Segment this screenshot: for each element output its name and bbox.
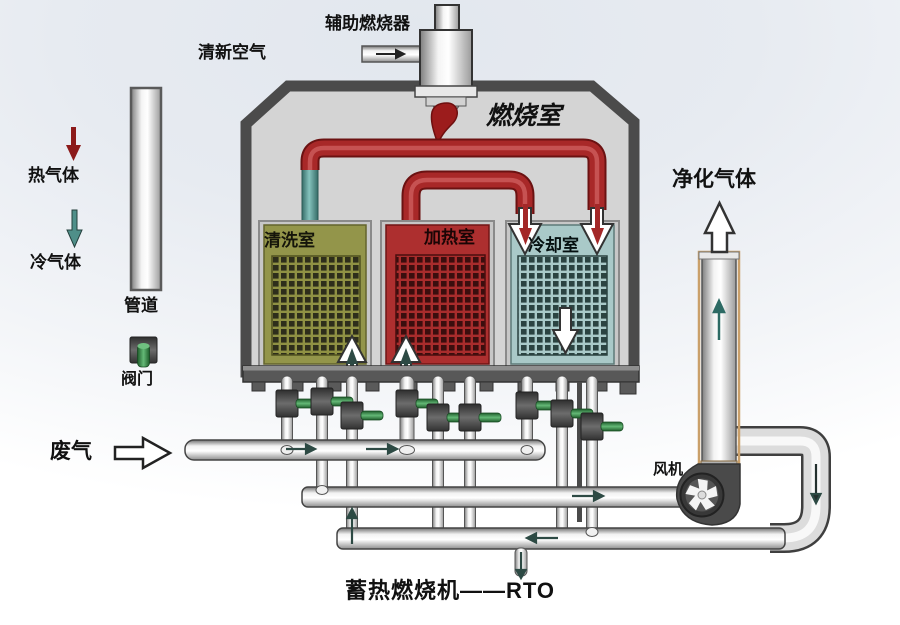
transfer-pipes xyxy=(300,138,607,240)
label-wash-chamber: 清洗室 xyxy=(264,231,315,250)
flow-arrows xyxy=(286,442,823,581)
fan-icon xyxy=(675,463,741,526)
label-heat-chamber: 加热室 xyxy=(424,228,475,247)
hot-pipe-arch xyxy=(401,170,535,240)
waste-gas-arrow xyxy=(113,435,173,471)
label-cold-gas: 冷气体 xyxy=(30,253,81,272)
valves xyxy=(275,387,624,441)
bottom-manifold xyxy=(336,527,786,550)
label-valve: 阀门 xyxy=(121,371,154,388)
valve-legend-icon xyxy=(129,336,158,368)
label-purified-gas: 净化气体 xyxy=(672,168,756,191)
label-cool-chamber: 冷却室 xyxy=(528,236,579,255)
label-hot-gas: 热气体 xyxy=(28,166,79,185)
middle-manifold xyxy=(301,486,687,508)
pipe-legend-icon xyxy=(129,86,163,292)
cold-gas-arrow-icon xyxy=(66,209,83,249)
valve xyxy=(458,403,502,432)
label-fresh-air: 清新空气 xyxy=(198,43,266,62)
valve xyxy=(340,401,384,430)
auxiliary-burner xyxy=(361,4,478,147)
cool-down-arrow xyxy=(551,307,580,356)
return-loop-pipe xyxy=(733,426,831,553)
valve xyxy=(580,412,624,441)
label-aux-burner: 辅助燃烧器 xyxy=(325,14,410,33)
base-plate xyxy=(242,365,640,395)
label-waste-gas: 废气 xyxy=(50,440,92,463)
hot-inlet-arrow-cores xyxy=(519,204,604,245)
diagram-title: 蓄热燃烧机——RTO xyxy=(344,578,556,603)
legend-icons xyxy=(66,86,163,368)
waste-gas-manifold xyxy=(184,439,546,461)
stack-up-arrow xyxy=(712,297,726,340)
label-fan: 风机 xyxy=(653,461,684,478)
flow-arrow-fresh-air xyxy=(376,48,407,60)
valve xyxy=(515,391,559,420)
exhaust-stack xyxy=(697,250,741,474)
heat-chamber xyxy=(380,220,495,370)
hot-gas-arrow-icon xyxy=(66,127,81,161)
hot-pipe-long xyxy=(300,138,607,210)
purified-gas-arrow xyxy=(703,200,736,254)
label-combustion-chamber: 燃烧室 xyxy=(486,103,562,130)
label-pipe: 管道 xyxy=(124,296,158,315)
manifolds xyxy=(184,439,786,577)
